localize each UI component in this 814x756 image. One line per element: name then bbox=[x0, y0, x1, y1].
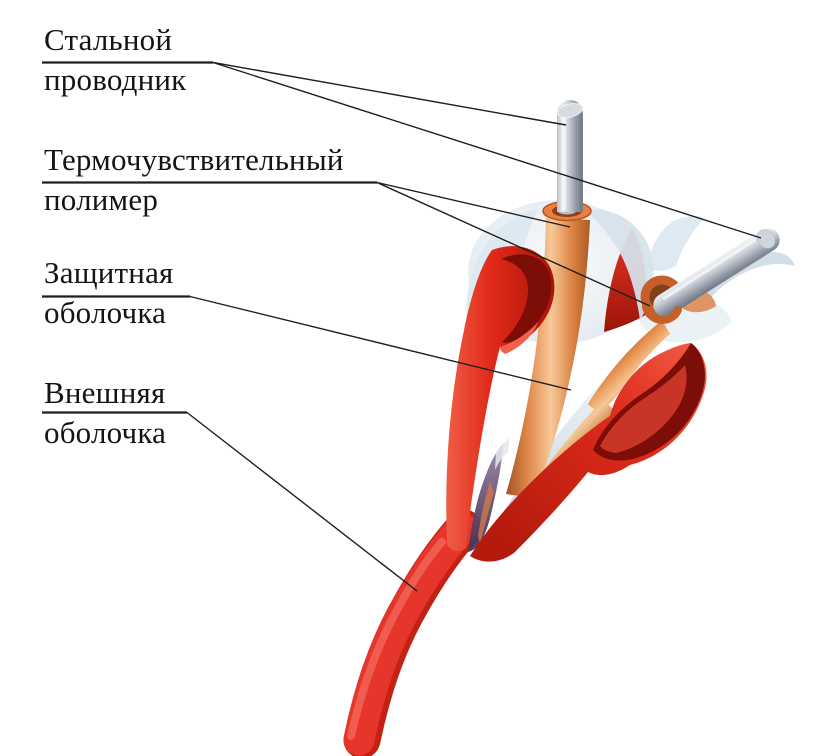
outer-sheath-cable bbox=[343, 509, 483, 756]
label-thermosensitive-polymer: Термочувствительный полимер bbox=[44, 140, 344, 220]
steel-wire-left bbox=[556, 100, 584, 212]
label-text-line: проводник bbox=[44, 62, 187, 97]
label-text-line: Внешняя bbox=[44, 375, 166, 410]
label-steel-conductor: Стальной проводник bbox=[44, 20, 186, 100]
label-outer-sheath: Внешняя оболочка bbox=[44, 373, 166, 453]
outer-sheath-left-petal bbox=[446, 246, 555, 552]
steel-wire-right bbox=[642, 228, 780, 324]
label-text-line: оболочка bbox=[44, 415, 167, 450]
leader-lines bbox=[42, 61, 762, 592]
outer-sheath-right-petal bbox=[470, 343, 707, 562]
label-text-line: Стальной bbox=[44, 22, 173, 57]
label-text-line: Термочувствительный bbox=[44, 142, 344, 177]
label-protective-sheath: Защитная оболочка bbox=[44, 253, 174, 333]
polymer-ring-front bbox=[642, 303, 682, 324]
label-text-line: оболочка bbox=[44, 295, 167, 330]
twist-core-gap bbox=[468, 438, 510, 552]
label-text-line: полимер bbox=[44, 182, 159, 217]
label-text-line: Защитная bbox=[44, 255, 174, 290]
